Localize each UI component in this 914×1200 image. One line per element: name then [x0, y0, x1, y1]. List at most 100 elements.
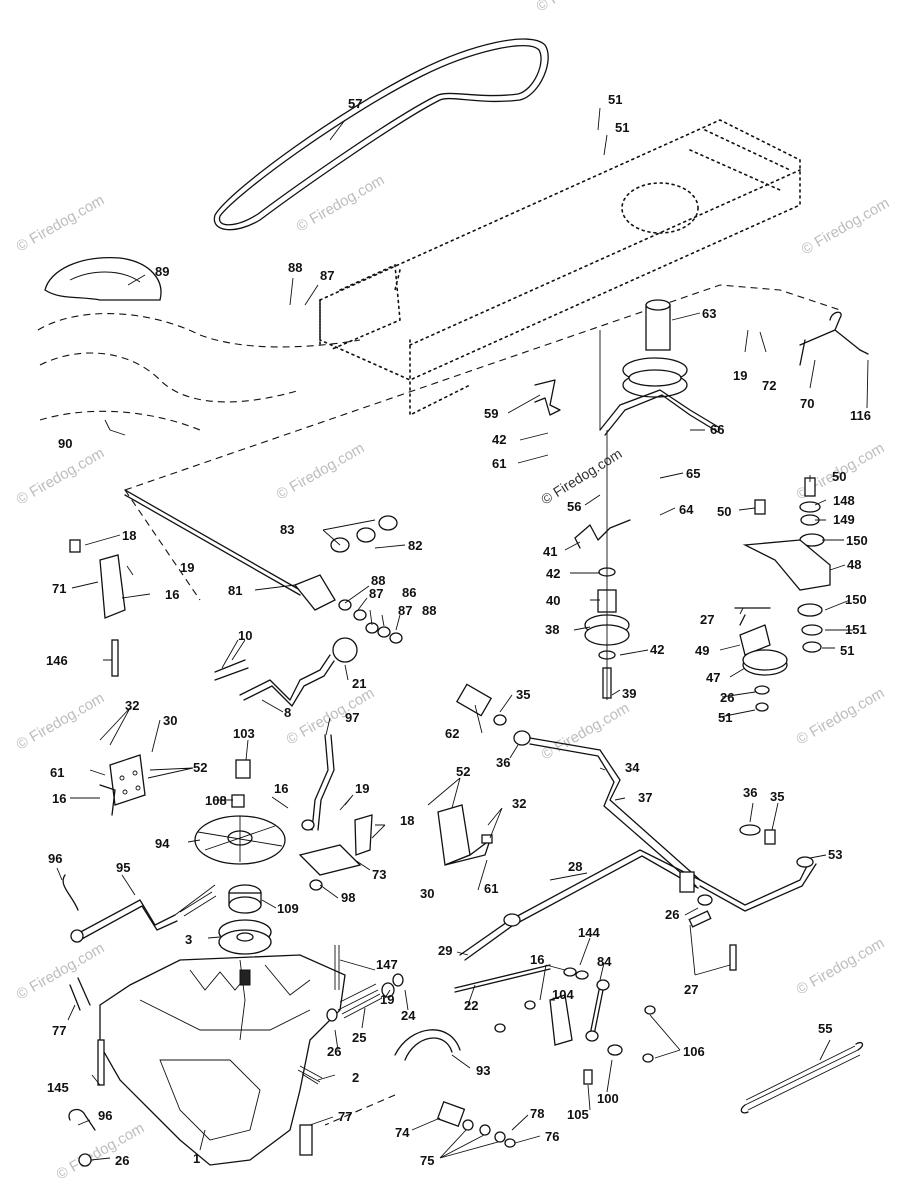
bracket-30-left: [99, 754, 146, 816]
callout-label: 61: [50, 765, 64, 780]
callout-label: 77: [52, 1023, 66, 1038]
callout-label: 51: [608, 92, 622, 107]
bracket-70: [799, 311, 869, 366]
bracket-104: [494, 967, 656, 1085]
callout-label: 64: [679, 502, 694, 517]
callout-label: 19: [733, 368, 747, 383]
frame-outline: [37, 119, 841, 601]
callout-label: 26: [327, 1044, 341, 1059]
callout-label: 86: [402, 585, 416, 600]
callout-label: 105: [567, 1107, 589, 1122]
callout-label: 63: [702, 306, 716, 321]
callout-label: 32: [125, 698, 139, 713]
callout-label: 24: [401, 1008, 416, 1023]
watermark-text: © Firedog.com: [534, 0, 628, 15]
callout-label: 57: [348, 96, 362, 111]
idler-pulley-63: [622, 299, 688, 398]
callout-label: 108: [205, 793, 227, 808]
callout-label: 90: [58, 436, 72, 451]
callout-label: 82: [408, 538, 422, 553]
callout-label: 87: [320, 268, 334, 283]
callout-label: 29: [438, 943, 452, 958]
watermark-text: © Firedog.com: [14, 939, 108, 1003]
callout-label: 3: [185, 932, 192, 947]
spring-25: [326, 945, 404, 1022]
callout-label: 19: [355, 781, 369, 796]
watermark-text: © Firedog.com: [284, 684, 378, 748]
spring-clip-59: [534, 379, 561, 416]
callout-label: 30: [163, 713, 177, 728]
callout-labels: 57 51 51 89 88 87 63 19 72 70 116 59 42 …: [46, 92, 871, 1168]
fender-part: [44, 256, 162, 301]
hardware-bolts: [734, 477, 831, 653]
callout-label: 34: [625, 760, 640, 775]
callout-label: 61: [484, 881, 498, 896]
callout-label: 87: [398, 603, 412, 618]
callout-label: 53: [828, 847, 842, 862]
callout-label: 95: [116, 860, 130, 875]
callout-label: 49: [695, 643, 709, 658]
callout-label: 109: [277, 901, 299, 916]
callout-label: 100: [597, 1091, 619, 1106]
callout-label: 47: [706, 670, 720, 685]
callout-label: 150: [845, 592, 867, 607]
callout-label: 150: [846, 533, 868, 548]
callout-label: 48: [847, 557, 861, 572]
pulley-109: [228, 884, 262, 914]
hardware-74-78: [324, 1094, 516, 1148]
callout-label: 37: [638, 790, 652, 805]
spring-2: [297, 1065, 323, 1085]
drive-belt: [213, 38, 549, 231]
callout-label: 10: [238, 628, 252, 643]
callout-label: 76: [545, 1129, 559, 1144]
bracket-71: [69, 539, 126, 677]
watermark-text: © Firedog.com: [14, 444, 108, 508]
callout-label: 18: [400, 813, 414, 828]
callout-label: 35: [516, 687, 530, 702]
rod-22: [454, 964, 551, 993]
callout-label: 88: [371, 573, 385, 588]
callout-label: 61: [492, 456, 506, 471]
callout-label: 88: [422, 603, 436, 618]
callout-label: 42: [650, 642, 664, 657]
drive-pulley-3: [218, 919, 272, 955]
callout-label: 97: [345, 710, 359, 725]
hose-93: [394, 1029, 461, 1061]
callout-label: 35: [770, 789, 784, 804]
spring-55: [740, 1041, 864, 1114]
callout-label: 2: [352, 1070, 359, 1085]
callout-label: 27: [700, 612, 714, 627]
watermark-text: © Firedog.com: [14, 191, 108, 255]
rod-34: [455, 683, 817, 912]
callout-label: 84: [597, 954, 612, 969]
callout-label: 145: [47, 1080, 69, 1095]
callout-label: 59: [484, 406, 498, 421]
callout-label: 75: [420, 1153, 434, 1168]
callout-label: 39: [622, 686, 636, 701]
callout-label: 26: [665, 907, 679, 922]
callout-label: 148: [833, 493, 855, 508]
callout-label: 21: [352, 676, 366, 691]
shift-rod: [124, 489, 403, 644]
callout-label: 147: [376, 957, 398, 972]
bracket-30-center: [437, 804, 493, 866]
callout-label: 50: [717, 504, 731, 519]
callout-label: 149: [833, 512, 855, 527]
callout-label: 72: [762, 378, 776, 393]
watermark-text: © Firedog.com: [294, 171, 388, 235]
callout-label: 89: [155, 264, 169, 279]
callout-label: 16: [52, 791, 66, 806]
callout-label: 70: [800, 396, 814, 411]
callout-label: 26: [720, 690, 734, 705]
callout-label: 36: [496, 755, 510, 770]
callout-label: 1: [193, 1151, 200, 1166]
cooling-fan-94: [194, 759, 286, 865]
shift-lever: [214, 637, 358, 707]
callout-label: 19: [180, 560, 194, 575]
callout-label: 94: [155, 836, 170, 851]
callout-label: 30: [420, 886, 434, 901]
callout-label: 38: [545, 622, 559, 637]
watermark-text: © Firedog.com: [794, 934, 888, 998]
callout-label: 27: [684, 982, 698, 997]
